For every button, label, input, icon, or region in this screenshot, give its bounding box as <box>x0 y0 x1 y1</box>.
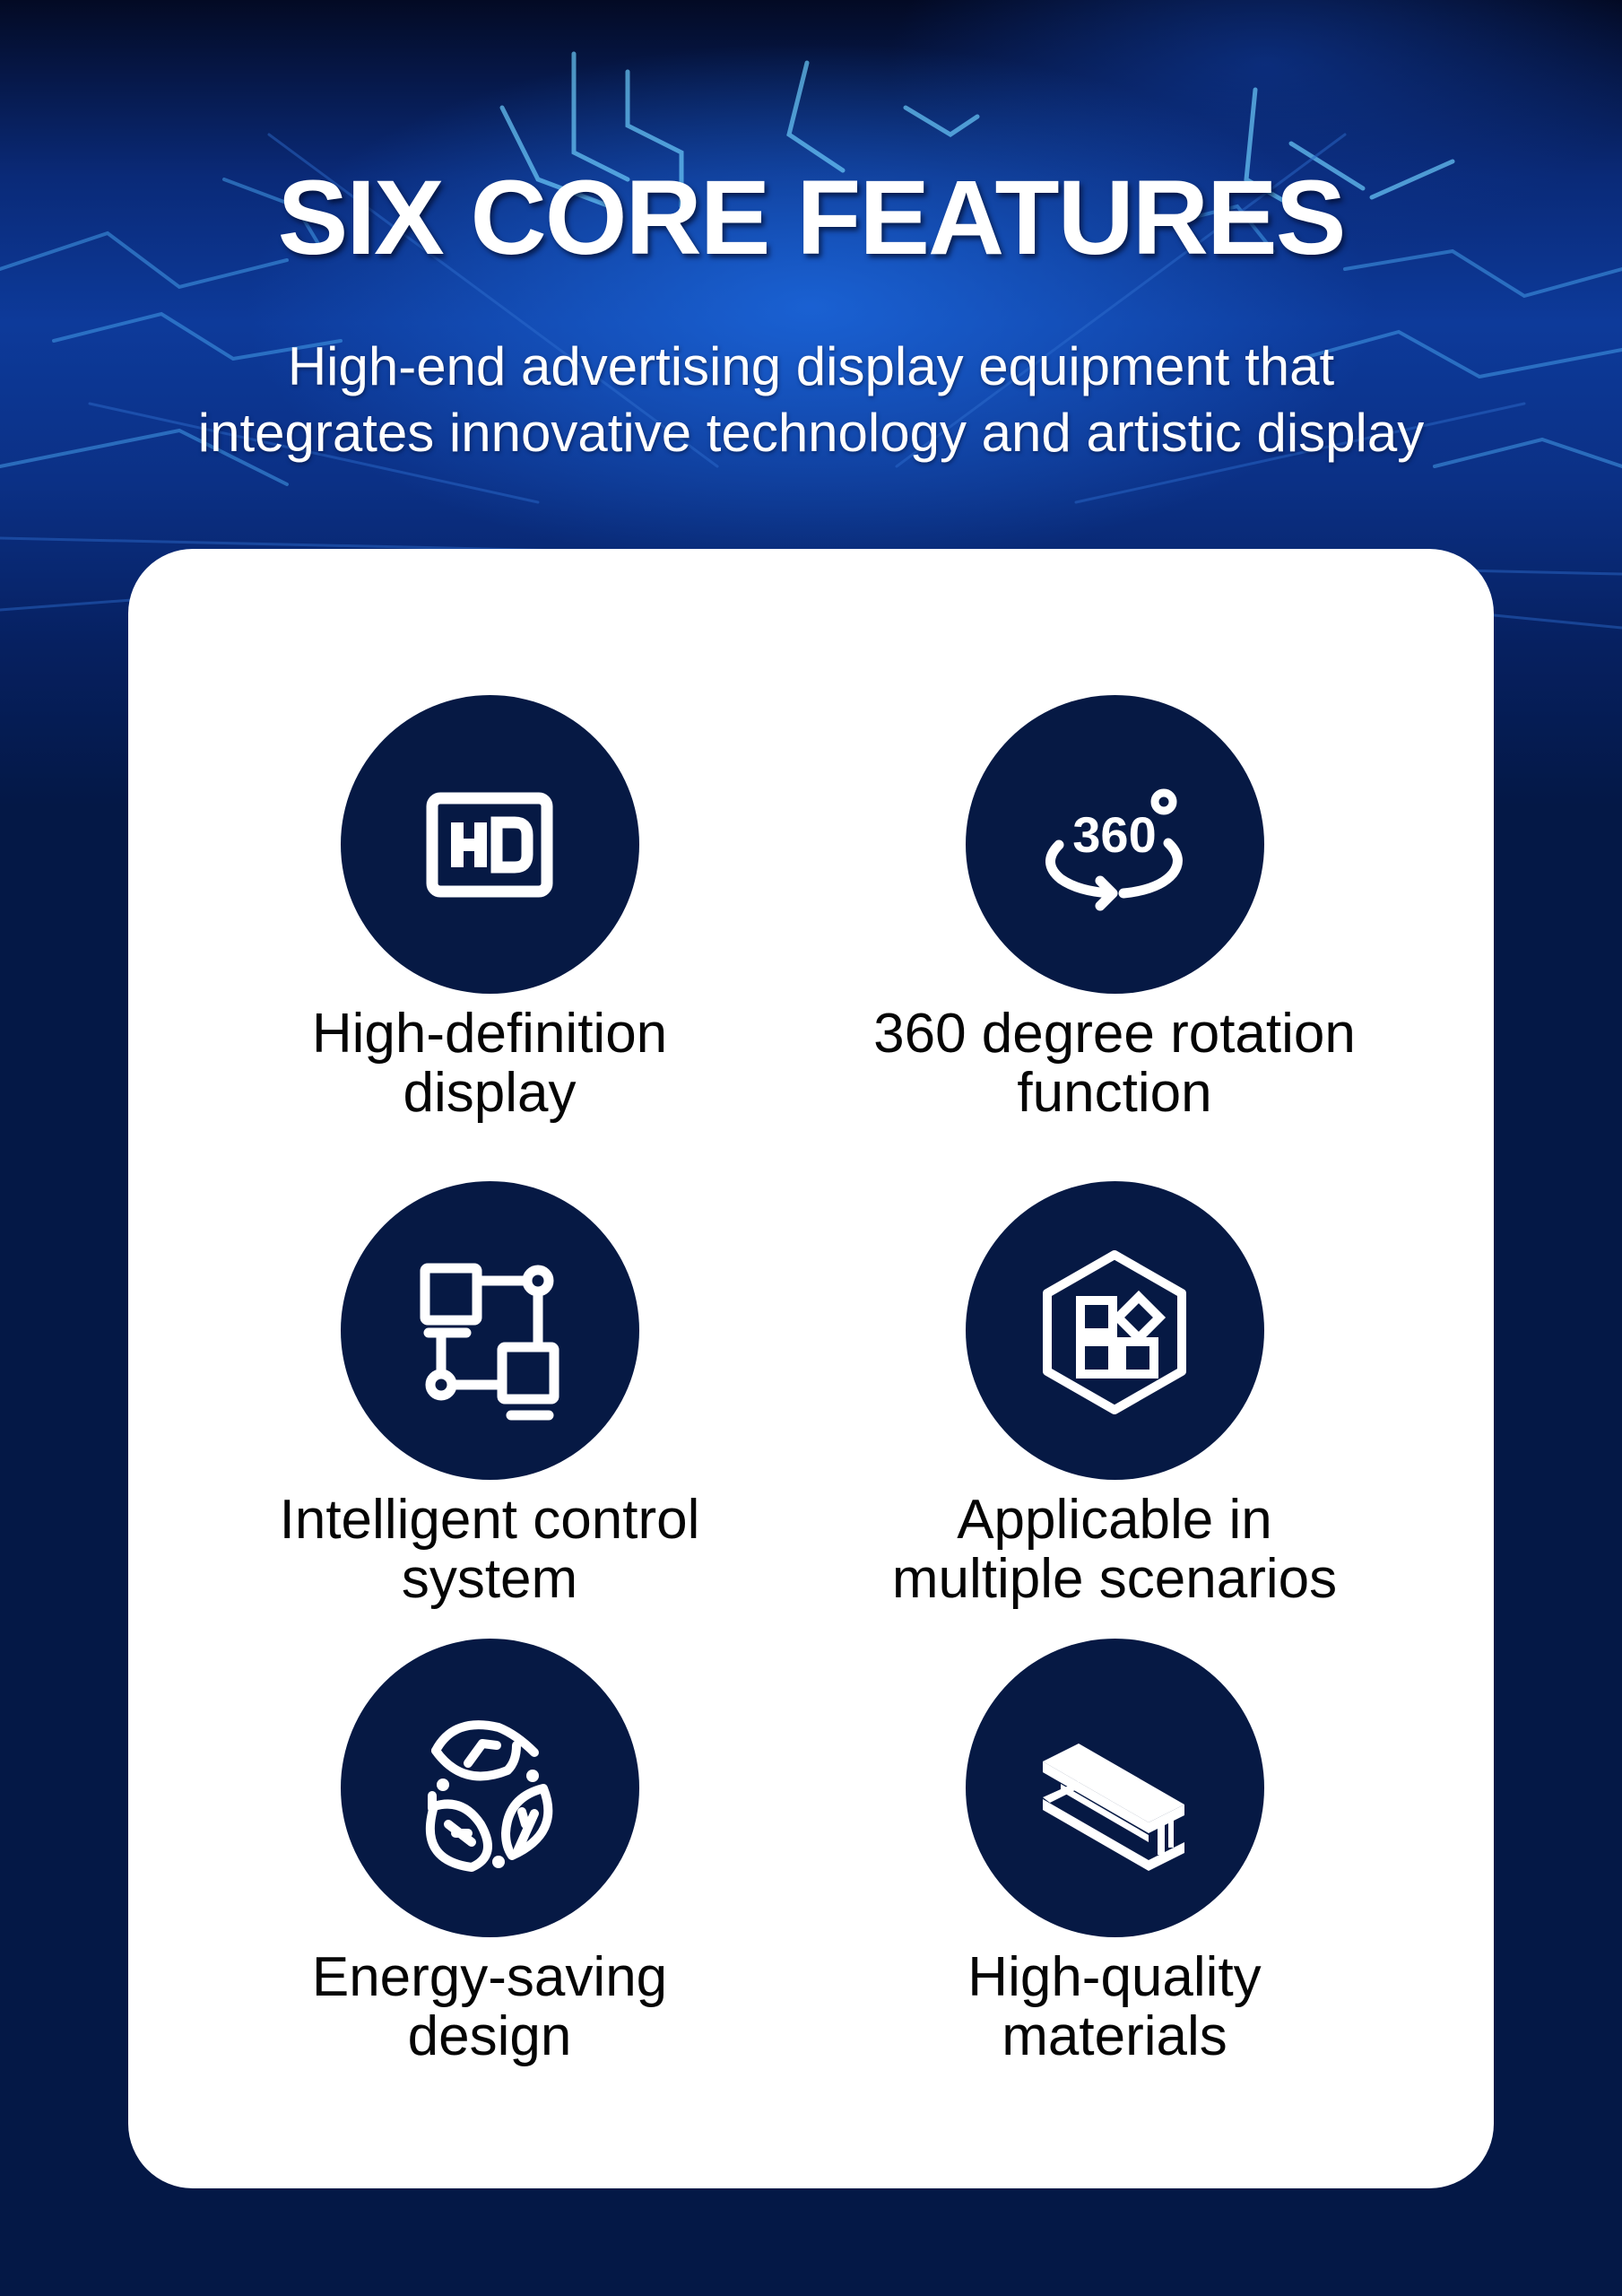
feature-high-definition: High-definition display <box>176 695 803 1123</box>
steel-beam-icon <box>1043 1743 1184 1871</box>
leaves-cycle-icon <box>425 1719 553 1872</box>
feature-360-rotation: 360 360 degree rotation function <box>801 695 1428 1123</box>
feature-label: Intelligent control system <box>279 1489 700 1610</box>
feature-intelligent-control: Intelligent control system <box>176 1181 803 1609</box>
subtitle-line-2: integrates innovative technology and art… <box>197 403 1425 463</box>
rotate-360-icon: 360 <box>1045 788 1183 910</box>
feature-icon-circle <box>965 1639 1264 1937</box>
feature-label: Energy-saving design <box>311 1946 668 2067</box>
network-control-icon <box>420 1263 559 1420</box>
feature-icon-circle <box>965 1181 1264 1480</box>
feature-icon-circle <box>340 695 639 994</box>
feature-icon-circle <box>340 1639 639 1937</box>
page-subtitle: High-end advertising display equipment t… <box>0 334 1622 466</box>
subtitle-line-1: High-end advertising display equipment t… <box>287 336 1335 396</box>
feature-label: 360 degree rotation function <box>873 1003 1356 1124</box>
circuit-board-background <box>0 51 1622 630</box>
feature-high-quality-materials: High-quality materials <box>801 1639 1428 2066</box>
page-title: SIX CORE FEATURES <box>277 159 1347 277</box>
feature-energy-saving: Energy-saving design <box>176 1639 803 2066</box>
hexagon-apps-icon <box>1043 1249 1186 1414</box>
feature-multiple-scenarios: Applicable in multiple scenarios <box>801 1181 1428 1609</box>
feature-icon-circle <box>340 1181 639 1480</box>
feature-label: High-definition display <box>311 1003 668 1124</box>
svg-text:360: 360 <box>1072 806 1156 863</box>
feature-label: High-quality materials <box>967 1946 1262 2067</box>
feature-label: Applicable in multiple scenarios <box>891 1489 1338 1610</box>
feature-icon-circle: 360 <box>965 695 1264 994</box>
hd-icon <box>426 792 553 897</box>
